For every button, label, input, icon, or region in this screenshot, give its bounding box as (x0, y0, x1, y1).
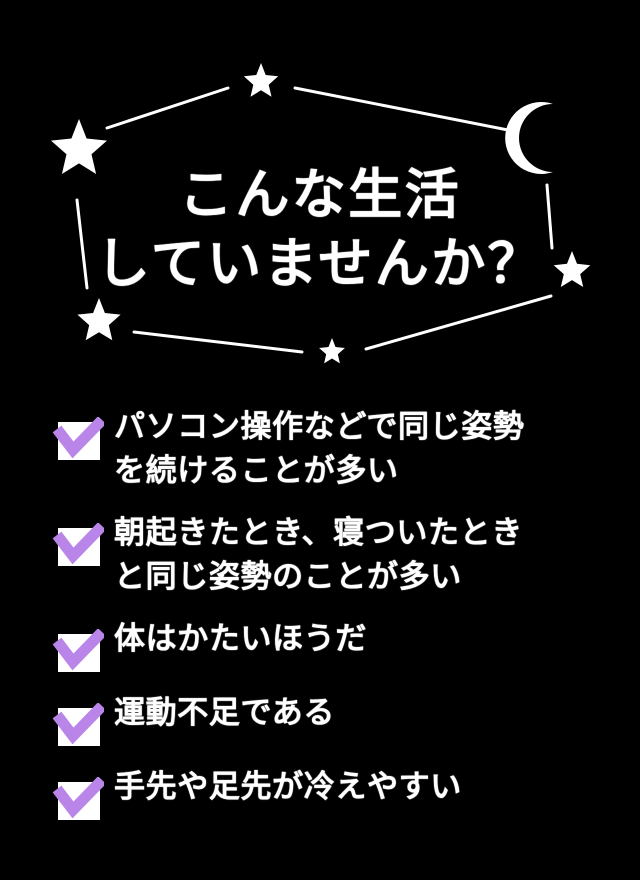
checkmark-icon (52, 777, 104, 819)
checklist-item[interactable]: 手先や足先が冷えやすい (0, 765, 640, 821)
hero-decoration-layer (51, 63, 591, 364)
frame-seg-bottom-right (364, 294, 553, 351)
star-top-center-icon (243, 63, 279, 97)
checkbox-checked-icon[interactable] (52, 523, 104, 567)
checklist-item-line: 運動不足である (114, 695, 336, 731)
star-group (51, 63, 591, 364)
star-bottom-center-icon (319, 338, 345, 364)
checkmark-icon (52, 703, 104, 745)
checklist-item-line: 体はかたいほうだ (114, 621, 367, 657)
checklist-item-text: パソコン操作などで同じ姿勢 を続けることが多い (114, 405, 640, 493)
checklist-item[interactable]: 朝起きたとき、寝ついたとき と同じ姿勢のことが多い (0, 511, 640, 599)
checklist-item[interactable]: 運動不足である (0, 691, 640, 747)
frame-seg-top-right (293, 86, 510, 132)
checklist-item-line: と同じ姿勢のことが多い (114, 559, 462, 595)
checkbox-checked-icon[interactable] (52, 777, 104, 821)
star-bottom-left-icon (77, 298, 121, 341)
checklist-item[interactable]: パソコン操作などで同じ姿勢 を続けることが多い (0, 405, 640, 493)
checklist-item-line: 手先や足先が冷えやすい (114, 769, 462, 805)
frame-seg-bottom-left (132, 330, 304, 354)
checklist-item[interactable]: 体はかたいほうだ (0, 617, 640, 673)
star-right-small-icon (553, 251, 591, 287)
frame-seg-right (545, 183, 554, 250)
checklist-item-text: 朝起きたとき、寝ついたとき と同じ姿勢のことが多い (114, 511, 640, 599)
checklist-item-line: 朝起きたとき、寝ついたとき (114, 515, 523, 551)
frame-outline (75, 86, 554, 354)
checkbox-checked-icon[interactable] (52, 629, 104, 673)
checkmark-icon (52, 523, 104, 565)
checklist-item-line: を続けることが多い (114, 453, 399, 489)
hero-banner: こんな生活 していませんか？ (0, 0, 640, 390)
checklist-item-text: 手先や足先が冷えやすい (114, 765, 640, 809)
star-left-large-icon (51, 119, 107, 174)
checklist-item-line: パソコン操作などで同じ姿勢 (114, 409, 525, 445)
checkmark-icon (52, 417, 104, 459)
checklist-item-text: 運動不足である (114, 691, 640, 735)
checkbox-checked-icon[interactable] (52, 417, 104, 461)
crescent-moon-icon (505, 101, 553, 174)
frame-seg-top-left (105, 86, 230, 130)
checkbox-checked-icon[interactable] (52, 703, 104, 747)
checklist-item-text: 体はかたいほうだ (114, 617, 640, 661)
frame-seg-left (75, 198, 89, 290)
checkmark-icon (52, 629, 104, 671)
checklist: パソコン操作などで同じ姿勢 を続けることが多い 朝起きたとき、寝ついたとき と同… (0, 405, 640, 821)
